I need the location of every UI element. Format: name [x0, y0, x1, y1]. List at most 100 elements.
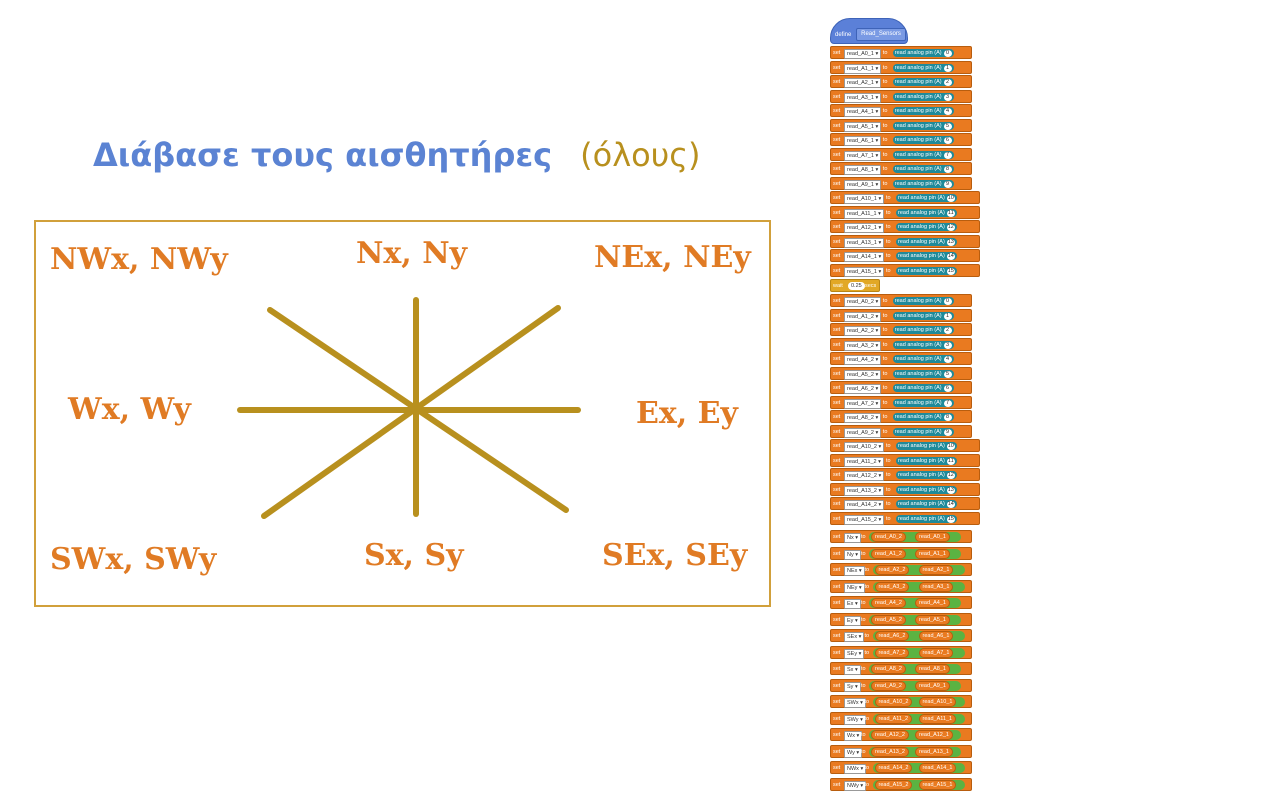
reporter-right[interactable]: read_A6_1 — [918, 631, 954, 641]
variable-dropdown[interactable]: read_A3_2 ▾ — [844, 340, 882, 351]
pin-number[interactable]: 13 — [946, 486, 955, 494]
variable-dropdown[interactable]: read_A7_2 ▾ — [844, 398, 882, 409]
pin-number[interactable]: 8 — [943, 414, 952, 421]
variable-dropdown[interactable]: read_A5_2 ▾ — [844, 369, 882, 380]
pin-number[interactable]: 0 — [943, 50, 952, 57]
variable-dropdown[interactable]: read_A8_2 ▾ — [844, 413, 882, 423]
pin-number[interactable]: 14 — [946, 501, 955, 508]
reporter-left[interactable]: read_A7_2 — [874, 647, 910, 658]
pin-number[interactable]: 6 — [943, 137, 952, 144]
variable-dropdown[interactable]: read_A7_1 ▾ — [844, 150, 882, 161]
analog-read-reporter[interactable]: read analog pin (A)12 — [896, 471, 957, 479]
variable-dropdown[interactable]: Ey ▾ — [844, 615, 861, 626]
variable-dropdown[interactable]: read_A11_1 ▾ — [844, 208, 884, 219]
analog-read-reporter[interactable]: read analog pin (A)7 — [892, 398, 954, 407]
pin-number[interactable]: 1 — [943, 64, 952, 72]
analog-read-reporter[interactable]: read analog pin (A)9 — [892, 179, 954, 188]
reporter-left[interactable]: read_A13_2 — [871, 746, 909, 757]
analog-read-reporter[interactable]: read analog pin (A)14 — [896, 252, 957, 260]
reporter-right[interactable]: read_A10_1 — [918, 697, 957, 707]
variable-dropdown[interactable]: read_A11_2 ▾ — [844, 456, 884, 467]
variable-dropdown[interactable]: Sx ▾ — [844, 665, 861, 675]
reporter-right[interactable]: read_A4_1 — [915, 598, 950, 608]
variable-dropdown[interactable]: Wx ▾ — [844, 731, 863, 741]
analog-read-reporter[interactable]: read analog pin (A)6 — [892, 136, 954, 144]
variable-dropdown[interactable]: read_A12_2 ▾ — [844, 471, 885, 481]
pin-number[interactable]: 7 — [943, 151, 952, 159]
pin-number[interactable]: 3 — [943, 341, 952, 349]
analog-read-reporter[interactable]: read analog pin (A)13 — [896, 485, 957, 494]
analog-read-reporter[interactable]: read analog pin (A)1 — [892, 63, 954, 72]
analog-read-reporter[interactable]: read analog pin (A)15 — [896, 266, 957, 275]
reporter-left[interactable]: read_A2_2 — [874, 565, 910, 575]
analog-read-reporter[interactable]: read analog pin (A)8 — [892, 413, 954, 421]
variable-dropdown[interactable]: read_A9_1 ▾ — [844, 179, 882, 190]
reporter-right[interactable]: read_A12_1 — [915, 730, 953, 740]
pin-number[interactable]: 0 — [943, 298, 952, 305]
pin-number[interactable]: 5 — [943, 370, 952, 378]
analog-read-reporter[interactable]: read analog pin (A)5 — [892, 121, 954, 130]
reporter-left[interactable]: read_A1_2 — [871, 548, 906, 559]
variable-dropdown[interactable]: read_A14_2 ▾ — [844, 500, 885, 510]
variable-dropdown[interactable]: read_A10_2 ▾ — [844, 442, 885, 452]
analog-read-reporter[interactable]: read analog pin (A)10 — [896, 194, 957, 202]
variable-dropdown[interactable]: SWy ▾ — [844, 714, 866, 725]
analog-read-reporter[interactable]: read analog pin (A)3 — [892, 92, 954, 101]
reporter-right[interactable]: read_A9_1 — [915, 680, 950, 691]
reporter-left[interactable]: read_A0_2 — [871, 532, 906, 542]
reporter-left[interactable]: read_A5_2 — [871, 614, 906, 625]
variable-dropdown[interactable]: read_A15_2 ▾ — [844, 514, 885, 525]
reporter-right[interactable]: read_A15_1 — [918, 779, 957, 790]
variable-dropdown[interactable]: NEx ▾ — [844, 566, 865, 576]
pin-number[interactable]: 14 — [946, 253, 955, 260]
variable-dropdown[interactable]: NWy ▾ — [844, 780, 867, 791]
pin-number[interactable]: 8 — [943, 166, 952, 173]
reporter-left[interactable]: read_A10_2 — [874, 697, 913, 707]
pin-number[interactable]: 5 — [943, 122, 952, 130]
pin-number[interactable]: 12 — [946, 472, 955, 479]
pin-number[interactable]: 9 — [943, 428, 952, 436]
pin-number[interactable]: 7 — [943, 399, 952, 407]
analog-read-reporter[interactable]: read analog pin (A)12 — [896, 223, 957, 231]
pin-number[interactable]: 2 — [943, 79, 952, 86]
variable-dropdown[interactable]: read_A3_1 ▾ — [844, 92, 882, 103]
variable-dropdown[interactable]: read_A15_1 ▾ — [844, 266, 885, 277]
variable-dropdown[interactable]: SEx ▾ — [844, 632, 865, 642]
variable-dropdown[interactable]: NWx ▾ — [844, 764, 867, 774]
pin-number[interactable]: 12 — [946, 224, 955, 231]
analog-read-reporter[interactable]: read analog pin (A)0 — [892, 49, 954, 57]
reporter-right[interactable]: read_A0_1 — [915, 532, 950, 542]
variable-dropdown[interactable]: Ny ▾ — [844, 549, 862, 560]
reporter-left[interactable]: read_A6_2 — [874, 631, 910, 641]
reporter-right[interactable]: read_A7_1 — [918, 647, 954, 658]
reporter-left[interactable]: read_A4_2 — [871, 598, 906, 608]
pin-number[interactable]: 13 — [946, 238, 955, 246]
variable-dropdown[interactable]: read_A5_1 ▾ — [844, 121, 882, 132]
reporter-right[interactable]: read_A3_1 — [918, 581, 954, 592]
pin-number[interactable]: 6 — [943, 385, 952, 392]
variable-dropdown[interactable]: Nx ▾ — [844, 533, 862, 543]
